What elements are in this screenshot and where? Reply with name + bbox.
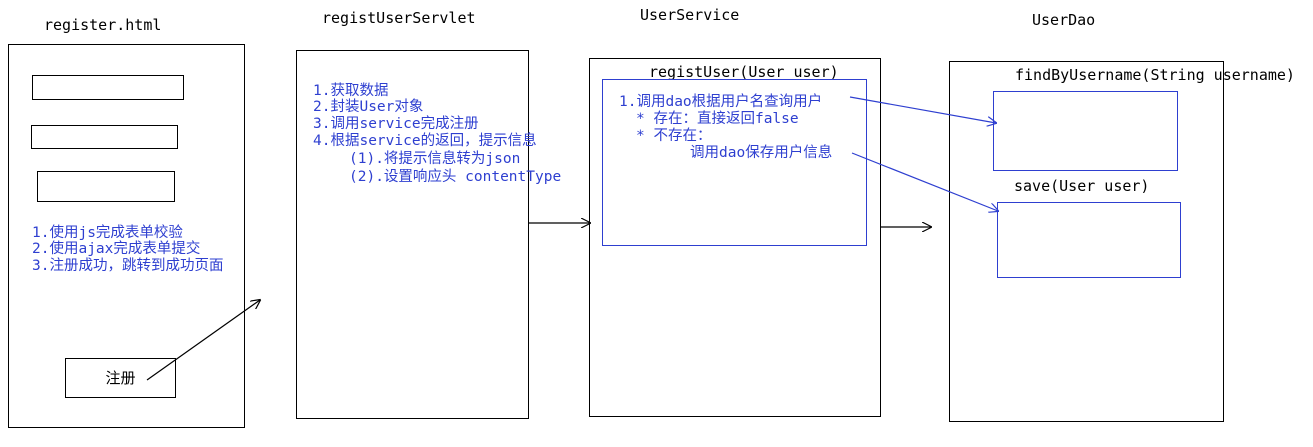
register-note-3: 3.注册成功，跳转到成功页面: [32, 258, 224, 274]
service-method-box: [602, 79, 867, 246]
service-line-4: 调用dao保存用户信息: [690, 145, 833, 161]
dao-save-box: [997, 202, 1181, 278]
service-line-3: * 不存在：: [636, 128, 712, 144]
save-to-save-arrow: [851, 152, 998, 211]
servlet-step-4-1: (1).将提示信息转为json: [349, 151, 521, 167]
service-title: UserService: [640, 6, 740, 24]
query-to-find-arrow: [849, 96, 996, 123]
servlet-title: registUserServlet: [322, 9, 476, 27]
register-note-1: 1.使用js完成表单校验: [32, 225, 183, 241]
register-button[interactable]: 注册: [65, 358, 176, 398]
servlet-step-4: 4.根据service的返回，提示信息: [313, 133, 537, 149]
service-method-title: registUser(User user): [649, 63, 839, 81]
form-input-1[interactable]: [32, 75, 184, 100]
dao-find-box: [993, 91, 1178, 171]
register-page-box: [8, 44, 245, 428]
dao-find-title: findByUsername(String username): [1015, 66, 1295, 84]
servlet-box: [296, 50, 529, 419]
servlet-step-1: 1.获取数据: [313, 83, 389, 99]
button-to-servlet-arrow: [146, 300, 260, 381]
servlet-step-2: 2.封装User对象: [313, 99, 424, 115]
form-input-3[interactable]: [37, 171, 175, 202]
dao-save-title: save(User user): [1014, 177, 1150, 195]
service-line-1: 1.调用dao根据用户名查询用户: [619, 94, 823, 110]
register-note-2: 2.使用ajax完成表单提交: [32, 241, 201, 257]
dao-box: [949, 61, 1224, 422]
service-box: [589, 58, 881, 417]
register-title: register.html: [44, 16, 162, 34]
dao-title: UserDao: [1032, 11, 1096, 29]
servlet-step-3: 3.调用service完成注册: [313, 116, 479, 132]
servlet-step-4-2: (2).设置响应头 contentType: [349, 169, 562, 185]
service-line-2: * 存在：直接返回false: [636, 111, 799, 127]
form-input-2[interactable]: [31, 125, 178, 149]
